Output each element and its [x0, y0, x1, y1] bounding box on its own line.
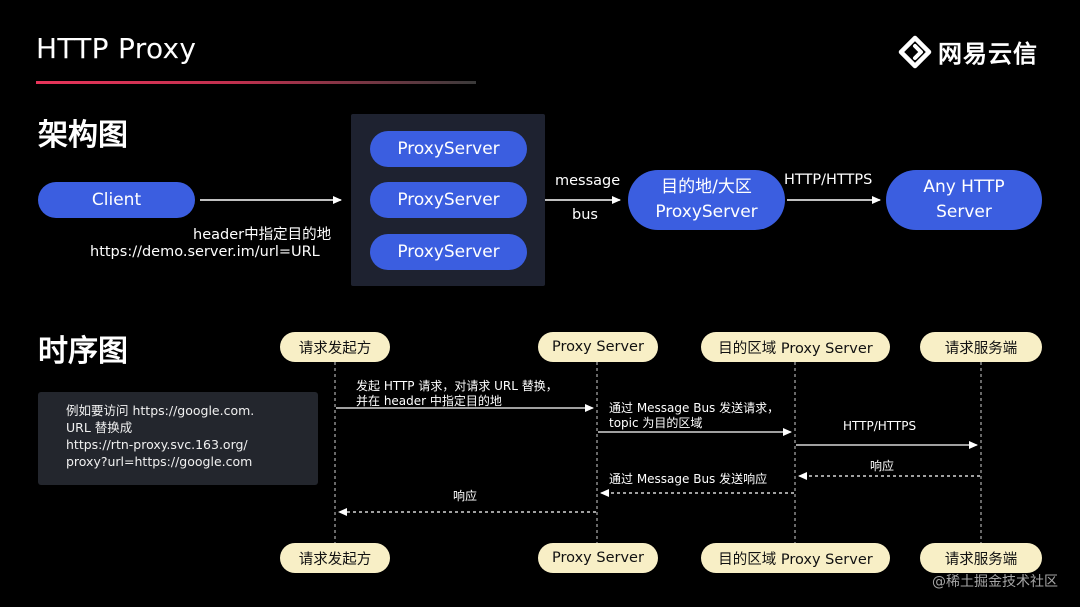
- message-4-label: 响应: [870, 459, 895, 473]
- message-2-label-line2: topic 为目的区域: [609, 416, 703, 430]
- proxy-server-node-3: ProxyServer: [370, 234, 527, 270]
- example-note: 例如要访问 https://google.com. URL 替换成 https:…: [38, 392, 318, 485]
- title-underline: [36, 81, 476, 84]
- message-3-label: HTTP/HTTPS: [843, 419, 917, 433]
- bus-label-bottom: bus: [572, 207, 598, 223]
- sequence-section-title: 时序图: [38, 334, 128, 369]
- message-1-label-line1: 发起 HTTP 请求，对请求 URL 替换，: [356, 379, 558, 393]
- any-node-line2: Server: [936, 202, 992, 222]
- target-node-line2: ProxyServer: [655, 202, 758, 222]
- client-arrow-label-1: header中指定目的地: [193, 227, 332, 243]
- note-line-2: URL 替换成: [66, 420, 133, 435]
- message-6-label: 响应: [453, 489, 478, 503]
- actor-bottom-server: 请求服务端: [920, 543, 1042, 573]
- message-5-label: 通过 Message Bus 发送响应: [609, 472, 768, 486]
- actor-top-server: 请求服务端: [920, 332, 1042, 362]
- proxy-server-node-2: ProxyServer: [370, 182, 527, 218]
- client-node: Client: [38, 182, 195, 218]
- target-proxy-server-node: 目的地/大区 ProxyServer: [628, 170, 785, 230]
- note-line-4: proxy?url=https://google.com: [66, 454, 253, 469]
- any-http-server-node: Any HTTP Server: [886, 170, 1042, 230]
- page-title: HTTP Proxy: [36, 32, 197, 65]
- actor-bottom-proxy-server: Proxy Server: [538, 543, 658, 573]
- any-node-line1: Any HTTP: [923, 177, 1005, 197]
- message-1-label-line2: 并在 header 中指定目的地: [356, 394, 502, 408]
- architecture-section-title: 架构图: [38, 118, 128, 153]
- actor-bottom-target-proxy: 目的区域 Proxy Server: [701, 543, 890, 573]
- proxy-server-node-1: ProxyServer: [370, 131, 527, 167]
- client-arrow-label-2: https://demo.server.im/url=URL: [90, 244, 320, 260]
- bus-label-top: message: [555, 173, 621, 189]
- actor-top-proxy-server: Proxy Server: [538, 332, 658, 362]
- actor-top-requester: 请求发起方: [280, 332, 390, 362]
- logo-text: 网易云信: [938, 40, 1038, 68]
- message-2-label-line1: 通过 Message Bus 发送请求，: [609, 401, 780, 415]
- target-node-line1: 目的地/大区: [661, 177, 752, 197]
- logo: 网易云信: [898, 34, 1038, 69]
- netease-yunxin-logo-icon: [898, 35, 932, 68]
- actor-top-target-proxy: 目的区域 Proxy Server: [701, 332, 890, 362]
- http-arrow-label: HTTP/HTTPS: [784, 172, 873, 188]
- watermark: @稀土掘金技术社区: [932, 574, 1058, 590]
- note-line-1: 例如要访问 https://google.com.: [66, 403, 255, 418]
- actor-bottom-requester: 请求发起方: [280, 543, 390, 573]
- note-line-3: https://rtn-proxy.svc.163.org/: [66, 437, 248, 452]
